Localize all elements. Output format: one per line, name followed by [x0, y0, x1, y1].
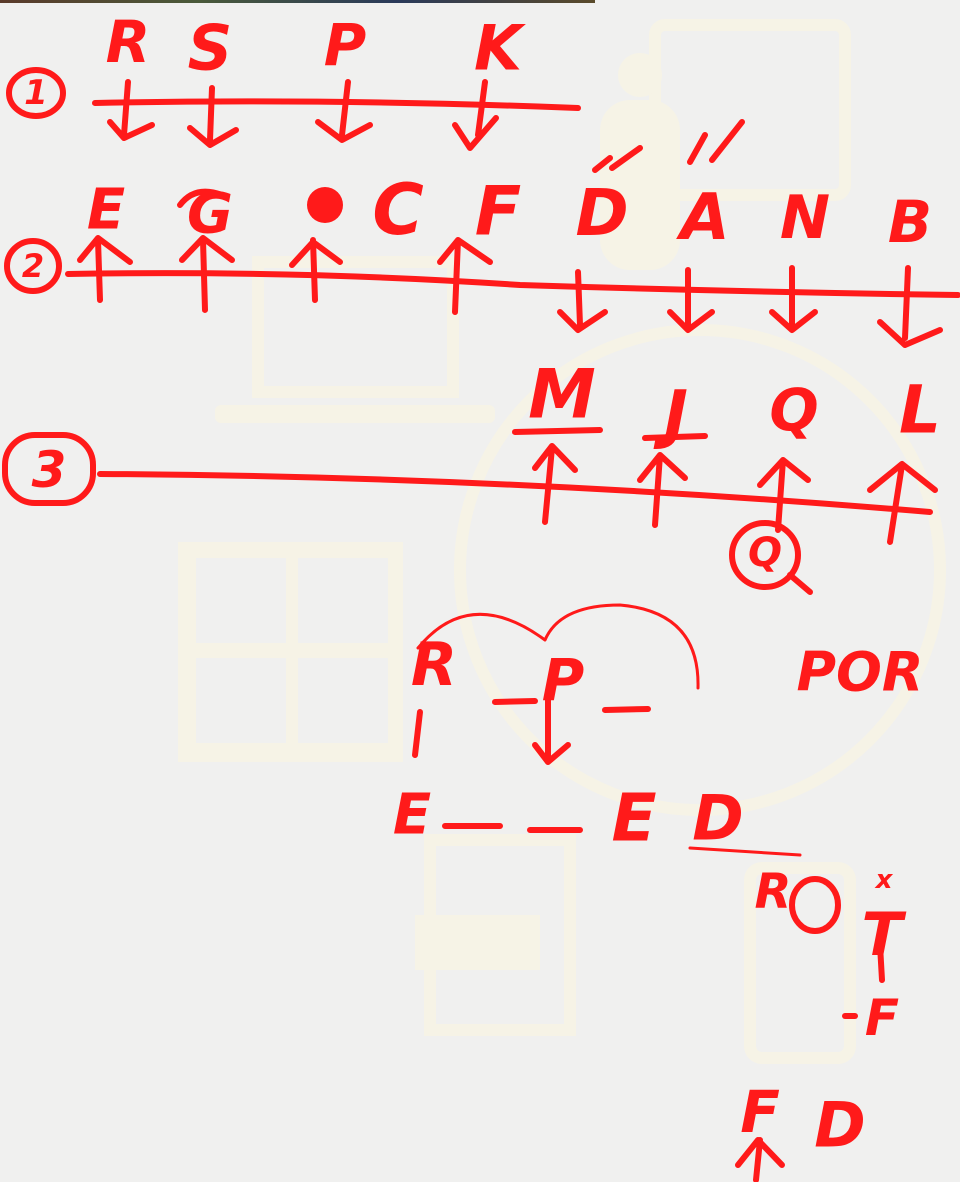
note-letter: F: [740, 1078, 780, 1146]
note-circle: [789, 876, 841, 934]
up-arrow: [735, 1137, 785, 1182]
up-arrow: [757, 457, 811, 533]
row-2-number-circle: [4, 238, 62, 294]
circled-letter-ring: [729, 520, 801, 590]
connector-arcs: [416, 603, 700, 690]
overwrite-scribble: [177, 188, 225, 208]
row-3-letter: L: [899, 372, 941, 449]
up-arrow: [77, 235, 133, 303]
row-2-letter: A: [675, 181, 730, 255]
row-3-letter: Q: [769, 376, 818, 444]
row-1-letter: P: [324, 11, 367, 79]
row-1-letter: R: [106, 8, 151, 76]
row-1-letter: K: [474, 12, 526, 85]
row-3-line: [97, 471, 933, 515]
down-arrow: [532, 692, 571, 765]
row-2: 2 E G C F D A N B: [4, 119, 960, 348]
down-arrow: [187, 85, 239, 148]
note-letter: R: [755, 864, 792, 920]
note-stroke: [877, 942, 885, 983]
down-arrow: [877, 265, 943, 348]
watermark-clock-icon: [454, 324, 946, 816]
note-letter: F: [865, 989, 899, 1047]
row-1-line: [92, 98, 581, 111]
note-letter: R: [411, 630, 457, 700]
down-arrow: [107, 79, 155, 141]
note-letter: E: [393, 783, 431, 848]
blank-dashes: [442, 823, 583, 833]
up-arrow: [289, 237, 343, 303]
note-letter: E: [611, 780, 656, 857]
note-stroke: [412, 709, 423, 758]
ink-blob: [307, 187, 343, 223]
up-arrow: [437, 237, 493, 315]
note-letter: x: [874, 865, 894, 895]
top-edge-strip: [0, 0, 595, 3]
note-letter: T: [862, 900, 907, 970]
watermark-board-icon: [649, 19, 851, 201]
row-1-letter: S: [188, 12, 233, 85]
row-3-number: 3: [32, 441, 67, 499]
row-3: 3 M J Q L Q: [2, 356, 941, 595]
underline: [688, 846, 802, 857]
down-arrow: [315, 79, 373, 143]
down-arrow: [769, 265, 818, 333]
watermark-teacher-icon: [618, 53, 662, 97]
row-2-letter: E: [87, 178, 125, 243]
up-arrow: [179, 235, 235, 313]
row-2-letter: B: [888, 188, 932, 256]
working-notes: R P POR E E D R x T F F D: [393, 603, 924, 1182]
watermark-icons: [178, 19, 946, 1064]
up-arrow: [532, 443, 578, 525]
row-2-letter: N: [780, 183, 830, 253]
down-arrow: [667, 267, 715, 333]
watermark-laptop-icon: [252, 256, 459, 398]
up-arrow: [867, 461, 938, 545]
row-3-letter: J: [653, 378, 688, 452]
note-letter: D: [692, 782, 743, 855]
row-2-letter: F: [475, 173, 521, 252]
down-arrow: [452, 79, 499, 151]
tick-marks: [592, 119, 745, 173]
up-arrow: [637, 452, 688, 528]
row-1-number-circle: [6, 67, 66, 119]
row-3-number-box: [2, 432, 96, 506]
note-letter: POR: [796, 641, 923, 704]
note-letter: D: [814, 1089, 865, 1162]
row-2-letter: D: [575, 177, 628, 251]
underline: [512, 427, 708, 441]
row-1: 1 R S P K: [6, 8, 581, 151]
watermark-phone-icon: [744, 862, 856, 1064]
row-1-number: 1: [24, 73, 48, 113]
circled-letter: Q: [748, 530, 782, 576]
row-2-letter: C: [372, 169, 423, 251]
blank-dashes: [492, 698, 651, 713]
row-2-number: 2: [22, 247, 44, 285]
row-3-letter: M: [528, 356, 596, 435]
down-arrow: [557, 269, 608, 333]
circled-letter-tail: [787, 572, 813, 595]
row-2-line: [65, 270, 960, 298]
